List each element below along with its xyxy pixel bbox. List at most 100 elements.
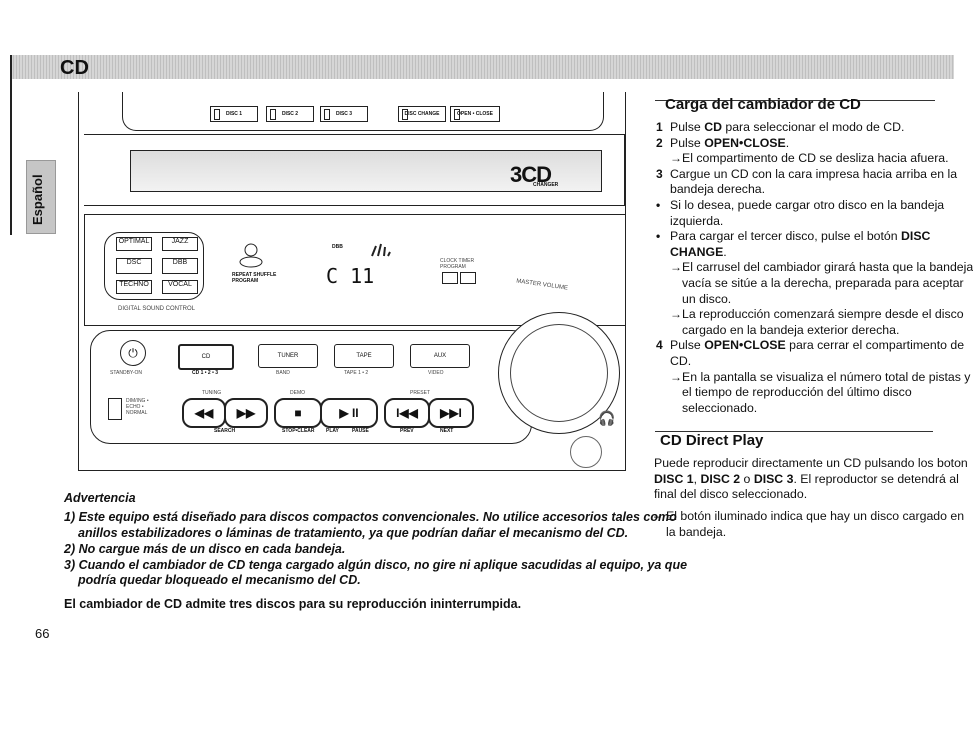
section2-line: final del disco seleccionado. [654,487,808,502]
play-caption: PLAY [326,428,339,434]
section2-note-line: El botón iluminado indica que hay un dis… [666,509,965,523]
preset-caption: PRESET [410,390,431,396]
changer-label: CHANGER [533,182,559,188]
section1-line: Pulse CD para seleccionar el modo de CD. [670,120,905,134]
pause-caption: PAUSE [352,428,369,434]
play-pause-button: ▶ II [320,398,378,428]
repeat-shuffle-label: REPEAT SHUFFLE PROGRAM [232,272,277,284]
section1-line: CHANGE. [670,244,727,259]
header-band [10,55,954,79]
next-caption: NEXT [440,428,454,434]
tape-source-button: TAPE [334,344,394,368]
section1-line: un disco. [682,291,732,306]
video-caption: VIDEO [428,370,444,376]
warning-item-3: 3) Cuando el cambiador de CD tenga carga… [64,558,688,572]
section1-line: CD. [670,354,692,368]
section1-marker: → [670,151,682,166]
section2-line: DISC 1, DISC 2 o DISC 3. El reproductor … [654,471,959,486]
section2-note-line: la bandeja. [666,524,727,539]
stop-caption: STOP•CLEAR [282,428,315,434]
warning-item-1b: anillos estabilizadores o láminas de tra… [78,526,629,540]
level-icon [370,242,394,263]
disc1-button: DISC 1 [210,106,258,122]
section1-line: El carrusel del cambiador girará hasta q… [682,260,973,275]
warning-item-3b: podría quedar bloqueado el mecanismo del… [78,573,361,587]
language-tab: Español [26,160,56,234]
dsc-button: DSC [116,258,152,274]
cd-tray-area [84,134,625,206]
demo-caption: DEMO [290,390,305,396]
tape-caption: TAPE 1 • 2 [344,370,369,376]
warning-heading: Advertencia [64,491,136,505]
page-number: 66 [35,626,50,641]
section1-line: izquierda. [670,213,724,228]
section1-line: bandeja derecha. [670,182,766,197]
search-back-button: ◀◀ [182,398,226,428]
tuning-caption: TUNING [202,390,222,396]
section1-marker: → [670,260,682,275]
section1-marker: → [670,369,682,384]
section2-title: CD Direct Play [660,432,764,449]
warning-item-1: 1) Este equipo está diseñado para discos… [64,510,677,524]
aux-source-button: AUX [410,344,470,368]
search-caption: SEARCH [214,428,236,434]
section1-line: vacía se sitúe a la derecha, preparada p… [682,276,964,290]
cd-slot [130,150,602,192]
section1-line: el tiempo de reproducción del último dis… [682,385,912,400]
warning-footer: El cambiador de CD admite tres discos pa… [64,597,522,611]
section2-line: Puede reproducir directamente un CD puls… [654,456,968,470]
dsc-vocal: VOCAL [162,280,198,294]
section1-line: La reproducción comenzará siempre desde … [682,307,964,322]
section1-line: El compartimento de CD se desliza hacia … [682,151,949,166]
section1-line: En la pantalla se visualiza el número to… [682,369,971,384]
disc3-button: DISC 3 [320,106,368,122]
open-close-button: OPEN • CLOSE [450,106,500,122]
stop-button: ■ [274,398,322,428]
display-readout: C 11 [326,264,375,288]
dsc-jazz: JAZZ [162,237,198,251]
section1-rule [655,100,935,101]
dsc-caption: DIGITAL SOUND CONTROL [118,306,196,312]
section1-title: Carga del cambiador de CD [665,96,861,113]
left-rule [10,55,12,235]
band-caption: BAND [276,370,290,376]
control-panel [84,214,626,326]
section1-line: Si lo desea, puede cargar otro disco en … [670,198,945,212]
section1-marker: • [656,229,661,244]
dimmer-button [108,398,122,420]
section1-line: seleccionado. [682,400,758,415]
dimmer-label: DIM/ING • ECHO • NORMAL [126,398,149,416]
section1-line: Pulse OPEN•CLOSE. [670,135,790,150]
3cd-logo: 3CD [510,162,552,187]
section1-line: Pulse OPEN•CLOSE para cerrar el comparti… [670,338,965,353]
power-icon: ⏻ [120,340,146,366]
headphones-icon: 🎧 [598,410,616,426]
section1-line: Para cargar el tercer disco, pulse el bo… [670,229,931,244]
clock-label: CLOCK TIMER PROGRAM [440,258,475,270]
section2-rule [655,431,933,432]
cd-caption: CD 1 • 2 • 3 [192,370,219,376]
section1-marker: 4 [656,338,663,353]
search-forward-button: ▶▶ [224,398,268,428]
page-title: CD [60,57,89,79]
cd-person-icon [238,242,264,268]
dbb-button: DBB [162,258,198,274]
dsc-optimal: OPTIMAL [116,237,152,251]
device-illustration: DISC 1 DISC 2 DISC 3 DISC CHANGE OPEN • … [78,92,626,472]
program-button [460,272,476,284]
standby-label: STANDBY-ON [110,370,142,376]
clock-button [442,272,458,284]
tuner-source-button: TUNER [258,344,318,368]
dsc-button-group [104,232,204,300]
section1-marker: 1 [656,120,663,134]
warning-item-2: 2) No cargue más de un disco en cada ban… [64,542,346,556]
prev-caption: PREV [400,428,414,434]
section1-marker: • [656,198,661,212]
section1-line: Cargue un CD con la cara impresa hacia a… [670,166,958,181]
disc-change-button: DISC CHANGE [398,106,446,122]
next-button: ▶▶I [428,398,474,428]
disc2-button: DISC 2 [266,106,314,122]
cd-source-button: CD [178,344,234,370]
section1-marker: → [670,307,682,322]
section1-marker: 3 [656,166,663,181]
